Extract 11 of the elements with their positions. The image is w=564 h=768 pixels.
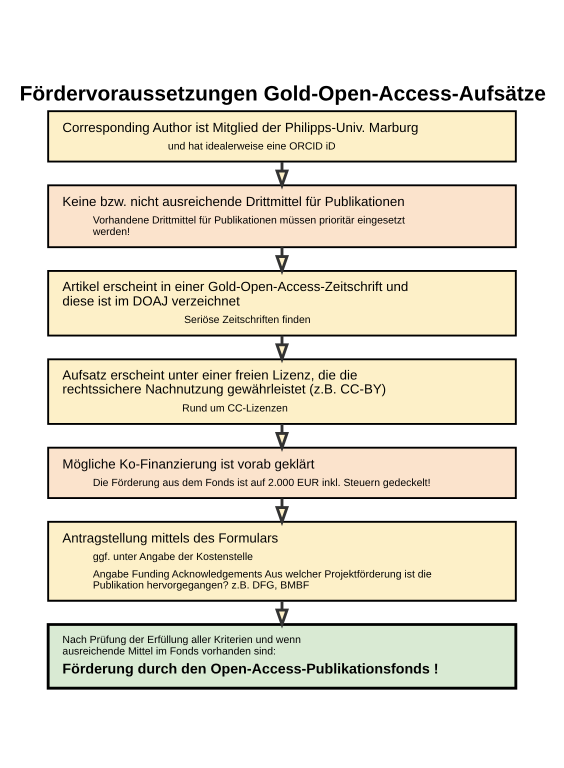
arrow (275, 246, 289, 275)
node-box: Mögliche Ko-Finanzierung ist vorab geklärt Die Förderung aus dem Fonds ist auf 2.000 EUR inkl. Steuern gedeckelt! (47, 446, 517, 499)
node-box: Aufsatz erscheint unter einer freien Lizenz, die die rechtssichere Nachnutzung gewährleistet (z.B. CC-BY) Rund um CC-Lizenzen (47, 358, 517, 424)
node-box: Keine bzw. nicht ausreichende Drittmittel für Publikationen Vorhandene Drittmittel für Publikationen müssen prioritär eingesetzt werden! (47, 184, 517, 248)
node-box: Corresponding Author ist Mitglied der Philipps-Univ. Marburg und hat idealerweise eine ORCID iD (47, 110, 517, 162)
diagram-title: Fördervoraussetzungen Gold-Open-Access-Aufsätze (20, 82, 546, 105)
arrow (275, 423, 289, 452)
node-box: Nach Prüfung der Erfüllung aller Kriterien und wenn ausreichende Mittel im Fonds vorhanden sind: Förderung durch den Open-Access-Publikationsfonds ! (46, 622, 518, 690)
node-box: Artikel erscheint in einer Gold-Open-Access-Zeitschrift und diese ist im DOAJ verzeichnet Seriöse Zeitschriften finden (47, 269, 517, 336)
arrow (275, 335, 289, 363)
node-box: Antragstellung mittels des Formulars ggf. unter Angabe der Kostenstelle Angabe Funding Acknowledgements Aus welcher Projektförderung ist die Publikation hervorgegangen? z.B. DFG, BMBF (47, 520, 517, 602)
